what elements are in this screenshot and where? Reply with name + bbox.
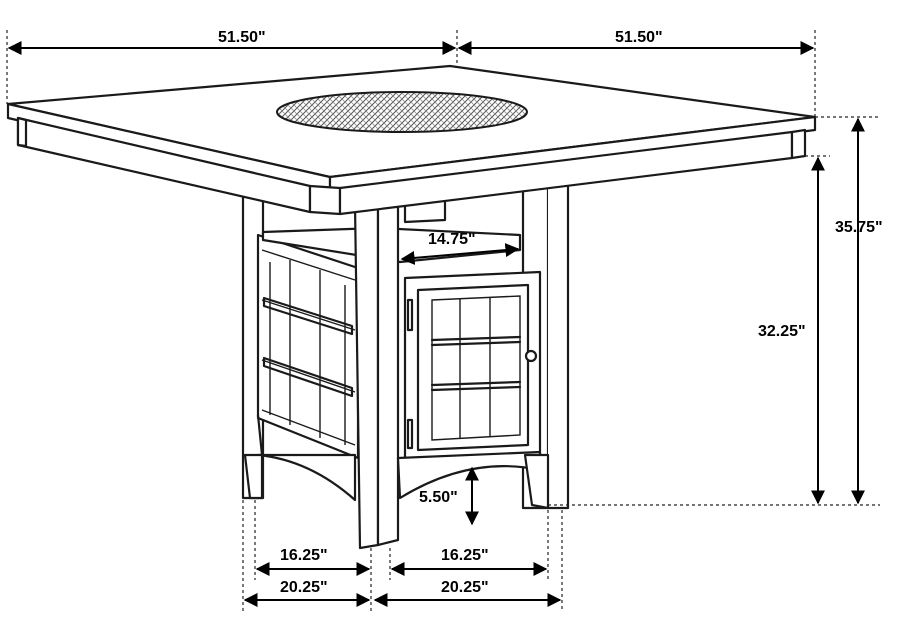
dimension-lines bbox=[6, 30, 880, 612]
label-apron-height: 32.25" bbox=[758, 323, 806, 340]
label-top-left-width: 51.50" bbox=[218, 29, 266, 46]
table-illustration bbox=[6, 64, 817, 550]
label-base-inner-left: 16.25" bbox=[280, 547, 328, 564]
label-overall-height: 35.75" bbox=[835, 219, 883, 236]
dimension-labels: 51.50" 51.50" 35.75" 32.25" 14.75" 5.50"… bbox=[218, 29, 883, 596]
left-base-foot bbox=[243, 453, 357, 502]
label-base-outer-right: 20.25" bbox=[441, 579, 489, 596]
label-top-right-width: 51.50" bbox=[615, 29, 663, 46]
lazy-susan-insert bbox=[276, 91, 528, 133]
tabletop bbox=[6, 64, 817, 216]
front-left-leg bbox=[353, 198, 400, 550]
label-leg-clearance: 5.50" bbox=[419, 489, 458, 506]
label-shelf-width: 14.75" bbox=[428, 231, 476, 248]
label-base-inner-right: 16.25" bbox=[441, 547, 489, 564]
door-knob bbox=[524, 349, 538, 363]
cabinet-door bbox=[403, 270, 542, 462]
label-base-outer-left: 20.25" bbox=[280, 579, 328, 596]
